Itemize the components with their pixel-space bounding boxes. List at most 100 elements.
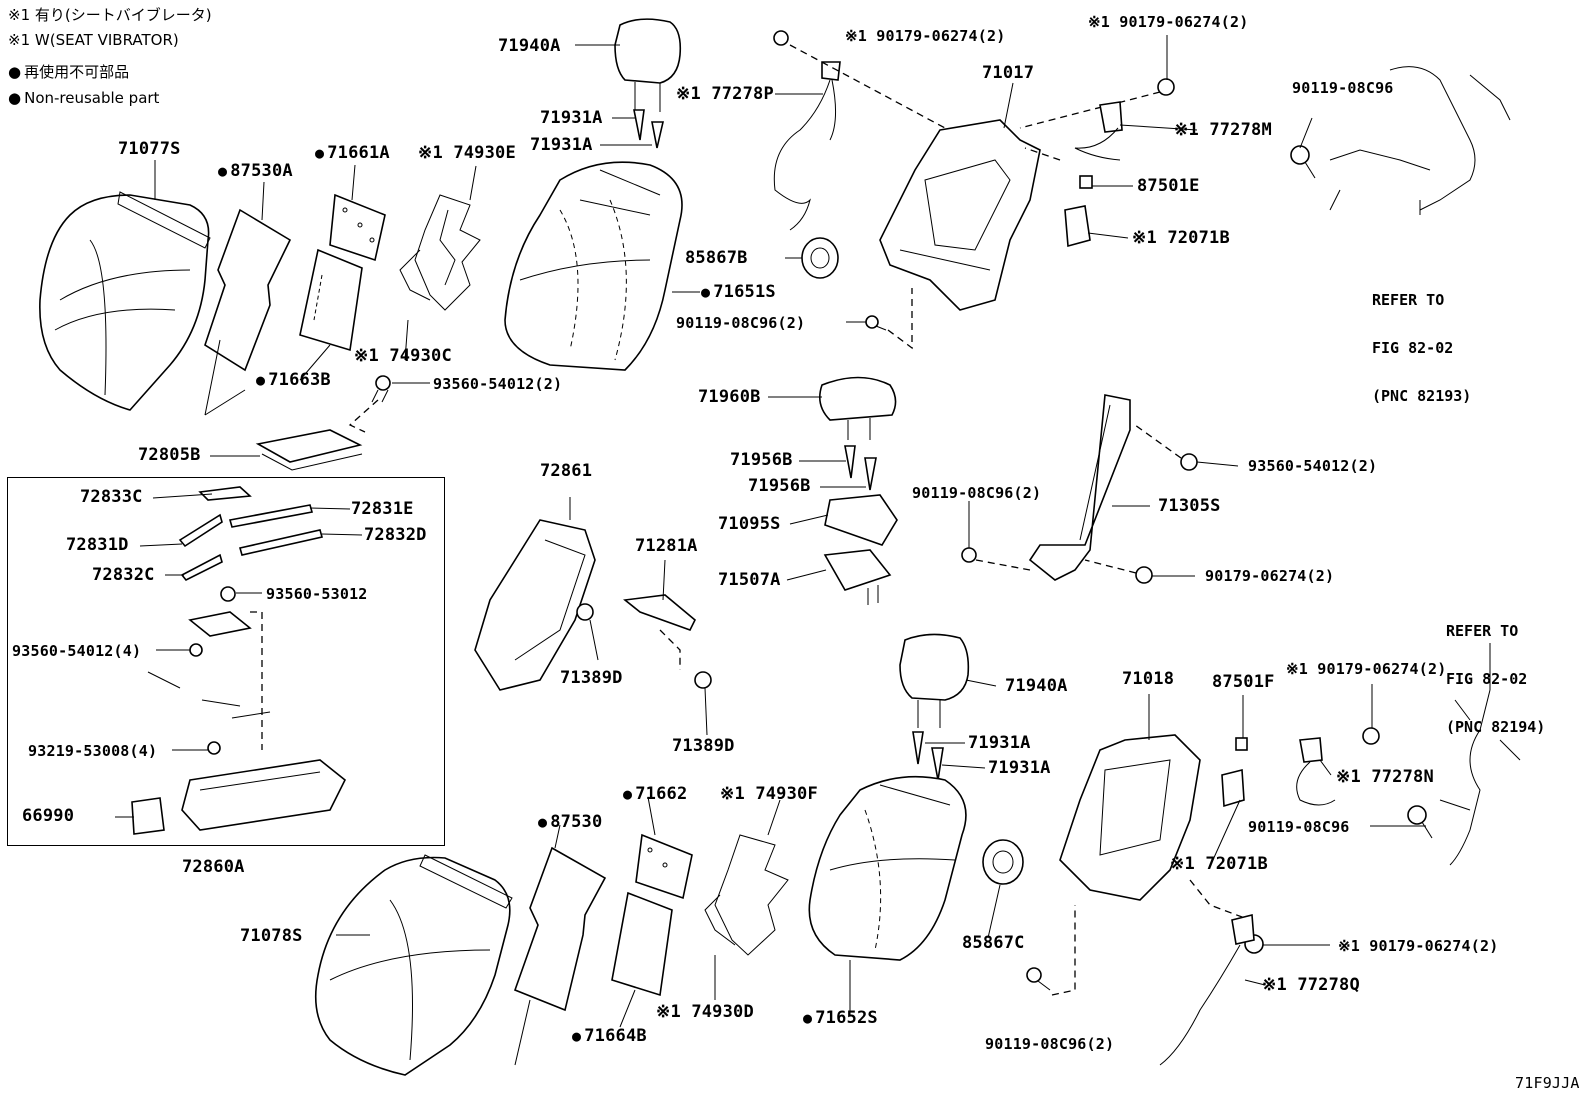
label-72832d[interactable]: 72832D	[364, 525, 427, 545]
label-93560-4[interactable]: 93560-54012(4)	[12, 642, 142, 660]
label-77278q[interactable]: ※1 77278Q	[1262, 975, 1360, 995]
label-71305s[interactable]: 71305S	[1158, 496, 1221, 516]
refer-82194-line1: REFER TO	[1446, 622, 1519, 640]
label-87530a[interactable]: 87530A	[218, 162, 293, 180]
label-71931a-bottom-2[interactable]: 71931A	[988, 758, 1051, 778]
label-71281a[interactable]: 71281A	[635, 536, 698, 556]
label-66990[interactable]: 66990	[22, 806, 75, 826]
label-72071b-bottom[interactable]: ※1 72071B	[1170, 854, 1268, 874]
label-72861[interactable]: 72861	[540, 461, 593, 481]
nut-90179-b-shape	[1157, 78, 1175, 96]
label-72832c[interactable]: 72832C	[92, 565, 155, 585]
label-72805b[interactable]: 72805B	[138, 445, 201, 465]
label-90119-2c[interactable]: 90119-08C96(2)	[985, 1035, 1115, 1053]
label-77278m[interactable]: ※1 77278M	[1174, 120, 1272, 140]
label-74930d[interactable]: ※1 74930D	[656, 1002, 754, 1022]
label-71078s[interactable]: 71078S	[240, 926, 303, 946]
figure-id: 71F9JJA	[1515, 1074, 1580, 1092]
label-90119-2a[interactable]: 90119-08C96(2)	[676, 314, 806, 332]
cover-71389d-a-shape	[576, 603, 594, 621]
nut-90179-2-shape	[1135, 566, 1153, 584]
nut-93560-2b-shape	[1180, 453, 1198, 471]
label-71662[interactable]: 71662	[623, 785, 687, 803]
seat-back-cover-71078s-shape	[314, 854, 513, 1076]
label-93560-2a[interactable]: 93560-54012(2)	[433, 375, 563, 393]
label-77278p[interactable]: ※1 77278P	[676, 84, 774, 104]
label-74930f[interactable]: ※1 74930F	[720, 784, 818, 804]
label-90179-2[interactable]: 90179-06274(2)	[1205, 567, 1335, 585]
clip-87501f-shape	[1235, 737, 1248, 751]
label-71507a[interactable]: 71507A	[718, 570, 781, 590]
guides-71956b-shape	[844, 445, 877, 491]
label-74930c[interactable]: ※1 74930C	[354, 346, 452, 366]
label-93560-2b[interactable]: 93560-54012(2)	[1248, 457, 1378, 475]
label-87501f[interactable]: 87501F	[1212, 672, 1275, 692]
label-72071b-top[interactable]: ※1 72071B	[1132, 228, 1230, 248]
note-non-reusable-jp: 再使用不可部品	[8, 63, 129, 81]
label-85867c[interactable]: 85867C	[962, 933, 1025, 953]
clip-87501e-shape	[1079, 175, 1093, 189]
vibrator-85867b-shape	[801, 237, 839, 279]
wire-77278m-shape	[1074, 101, 1123, 161]
refer-fig-82193[interactable]: REFER TO FIG 82-02 (PNC 82193)	[1372, 260, 1471, 420]
label-90179-c[interactable]: ※1 90179-06274(2)	[1286, 660, 1447, 678]
garnish-72831e-shape	[228, 504, 314, 528]
refer-fig-82194[interactable]: REFER TO FIG 82-02 (PNC 82194)	[1446, 591, 1545, 751]
label-71931a-top-1[interactable]: 71931A	[540, 108, 603, 128]
pad-71661a-shape	[329, 193, 386, 262]
label-90119-2b[interactable]: 90119-08C96(2)	[912, 484, 1042, 502]
label-71960b[interactable]: 71960B	[698, 387, 761, 407]
label-87530[interactable]: 87530	[538, 813, 602, 831]
label-71661a[interactable]: 71661A	[315, 144, 390, 162]
guides-71931a-top-shape	[633, 109, 665, 149]
label-90119-tr[interactable]: 90119-08C96	[1292, 79, 1394, 97]
headrest-71940a-top-shape	[614, 18, 682, 112]
screw-93219-shape	[207, 741, 221, 755]
label-71664b[interactable]: 71664B	[572, 1027, 647, 1045]
label-71389d-a[interactable]: 71389D	[560, 668, 623, 688]
bolt-90119-br-shape	[1407, 805, 1433, 839]
label-90179-b[interactable]: ※1 90179-06274(2)	[1088, 13, 1249, 31]
pad-87530-shape	[513, 846, 607, 1066]
label-71651s[interactable]: 71651S	[701, 283, 776, 301]
label-71956b-a[interactable]: 71956B	[730, 450, 793, 470]
label-74930e[interactable]: ※1 74930E	[418, 143, 516, 163]
label-85867b[interactable]: 85867B	[685, 248, 748, 268]
refer-82193-line1: REFER TO	[1372, 291, 1445, 309]
label-71095s[interactable]: 71095S	[718, 514, 781, 534]
label-71940a-bottom[interactable]: 71940A	[1005, 676, 1068, 696]
bracket-71305s-shape	[1028, 394, 1131, 581]
label-72833c[interactable]: 72833C	[80, 487, 143, 507]
label-71931a-top-2[interactable]: 71931A	[530, 135, 593, 155]
seat-frame-71017-shape	[879, 119, 1041, 311]
label-72831d[interactable]: 72831D	[66, 535, 129, 555]
note-non-reusable-en: Non-reusable part	[8, 89, 159, 107]
label-71956b-b[interactable]: 71956B	[748, 476, 811, 496]
label-71940a-top[interactable]: 71940A	[498, 36, 561, 56]
label-72860a[interactable]: 72860A	[182, 857, 245, 877]
label-71663b[interactable]: 71663B	[256, 371, 331, 389]
label-72831e[interactable]: 72831E	[351, 499, 414, 519]
label-90179-a[interactable]: ※1 90179-06274(2)	[845, 27, 1006, 45]
refer-82193-line2: FIG 82-02	[1372, 339, 1454, 357]
harness-82193-shape	[1329, 66, 1511, 215]
label-71931a-bottom-1[interactable]: 71931A	[968, 733, 1031, 753]
label-87501e[interactable]: 87501E	[1137, 176, 1200, 196]
label-71389d-b[interactable]: 71389D	[672, 736, 735, 756]
label-93560-53012[interactable]: 93560-53012	[266, 585, 368, 603]
hinge-71281a-shape	[623, 594, 696, 631]
leader-lines	[115, 35, 1491, 1028]
label-77278n[interactable]: ※1 77278N	[1336, 767, 1434, 787]
vibrator-72071b-bottom-shape	[1221, 768, 1245, 808]
label-93219-4[interactable]: 93219-53008(4)	[28, 742, 158, 760]
label-71017[interactable]: 71017	[982, 63, 1035, 83]
headrest-71960b-shape	[819, 376, 897, 440]
label-90179-d[interactable]: ※1 90179-06274(2)	[1338, 937, 1499, 955]
label-71077s[interactable]: 71077S	[118, 139, 181, 159]
nut-90179-a-shape	[773, 30, 789, 46]
label-71018[interactable]: 71018	[1122, 669, 1175, 689]
label-90119-br[interactable]: 90119-08C96	[1248, 818, 1350, 836]
label-71652s[interactable]: 71652S	[803, 1009, 878, 1027]
lamp-66990-shape	[131, 797, 165, 835]
